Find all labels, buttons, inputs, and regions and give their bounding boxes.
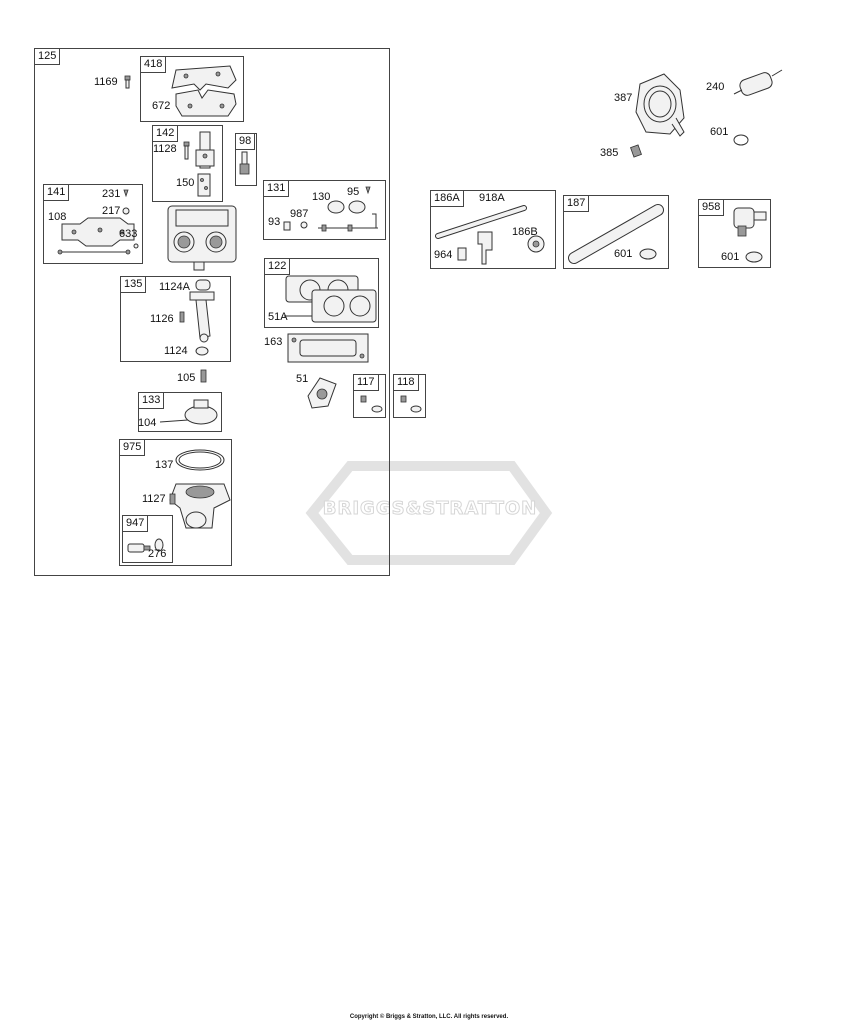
watermark-text: BRIGGS&STRATTON (322, 498, 538, 520)
group-141: 141 (43, 184, 143, 264)
group-135: 135 (120, 276, 231, 362)
part-label-163: 163 (264, 336, 283, 348)
group-label: 186A (430, 190, 464, 207)
copyright-notice: Copyright © Briggs & Stratton, LLC. All … (349, 1014, 509, 1020)
part-label-137: 137 (155, 459, 174, 471)
part-label-95: 95 (347, 186, 360, 198)
bracket-142-part (195, 131, 215, 197)
group-label: 122 (264, 258, 291, 275)
screw-1128-part (183, 141, 190, 160)
part-label-1126: 1126 (150, 313, 174, 325)
part-label-385: 385 (600, 147, 619, 159)
group-142: 142 (152, 125, 223, 202)
group-187: 187 (563, 195, 669, 269)
group-98: 98 (235, 133, 257, 186)
part-label-105: 105 (177, 372, 196, 384)
part-label-231: 231 (102, 188, 121, 200)
group-label: 118 (393, 374, 419, 391)
group-label: 141 (43, 184, 70, 201)
part-label-1127: 1127 (142, 493, 166, 505)
group-label: 947 (122, 515, 149, 532)
fuel-filter-240-part (733, 69, 783, 96)
group-label: 131 (263, 180, 290, 197)
group-947: 947 (122, 515, 173, 563)
group-label: 98 (235, 133, 256, 150)
group-186A: 186A (430, 190, 556, 269)
float-135-part (179, 279, 215, 356)
hose-187-part (568, 204, 664, 264)
kit-118-part (400, 395, 422, 413)
screw-1169-part (124, 75, 131, 89)
part-label-51: 51 (296, 373, 309, 385)
group-label: 975 (119, 439, 146, 456)
group-125: 125 (34, 48, 390, 576)
fuel-pump-387-part (630, 73, 685, 158)
part-label-276: 276 (148, 548, 167, 560)
solenoid-947-part (127, 538, 164, 553)
part-label-51A: 51A (268, 311, 288, 323)
part-label-987: 987 (290, 208, 309, 220)
diaphragm-133-part (159, 399, 218, 425)
group-label: 125 (34, 48, 61, 65)
group-label: 958 (698, 199, 725, 216)
group-label: 187 (563, 195, 590, 212)
hose-918A-part (435, 205, 545, 265)
plate-672-part (175, 89, 237, 117)
part-label-186B: 186B (512, 226, 538, 238)
linkage-141-part (57, 189, 139, 255)
valve-958-part (733, 207, 767, 263)
group-label: 135 (120, 276, 147, 293)
clamp-601-part (733, 134, 749, 146)
carburetor-body-part (167, 205, 237, 271)
group-958: 958 (698, 199, 771, 268)
part-label-93: 93 (268, 216, 281, 228)
part-label-1124: 1124 (164, 345, 188, 357)
group-133: 133 (138, 392, 222, 432)
part-label-130: 130 (312, 191, 331, 203)
part-label-387: 387 (614, 92, 633, 104)
part-label-108: 108 (48, 211, 67, 223)
part-label-601-hose: 601 (614, 248, 633, 260)
part-label-601-valve: 601 (721, 251, 740, 263)
group-418: 418 (140, 56, 244, 122)
bowl-975-part (169, 449, 231, 529)
adapter-51-part (307, 377, 337, 409)
part-label-964: 964 (434, 249, 453, 261)
group-975: 975 (119, 439, 232, 566)
part-label-672: 672 (152, 100, 171, 112)
gasket-122-part (284, 275, 377, 323)
valve-105-part (200, 369, 207, 383)
group-label: 418 (140, 56, 167, 73)
group-117: 117 (353, 374, 386, 418)
plate-418-part (171, 65, 237, 91)
part-label-240: 240 (706, 81, 725, 93)
shaft-131-part (283, 186, 378, 232)
group-label: 142 (152, 125, 179, 142)
part-label-1124A: 1124A (159, 281, 190, 293)
group-label: 133 (138, 392, 165, 409)
part-label-217: 217 (102, 205, 121, 217)
part-label-918A: 918A (479, 192, 505, 204)
kit-117-part (360, 395, 383, 413)
group-131: 131 (263, 180, 386, 240)
group-118: 118 (393, 374, 426, 418)
part-label-104: 104 (138, 417, 157, 429)
screw-98-part (239, 151, 250, 175)
group-label: 117 (353, 374, 379, 391)
part-label-601-pump: 601 (710, 126, 729, 138)
part-label-150: 150 (176, 177, 195, 189)
part-label-633: 633 (119, 228, 138, 240)
part-label-1169: 1169 (94, 76, 118, 88)
part-label-1128: 1128 (153, 143, 177, 155)
group-122: 122 (264, 258, 379, 328)
gasket-163-part (287, 333, 369, 363)
